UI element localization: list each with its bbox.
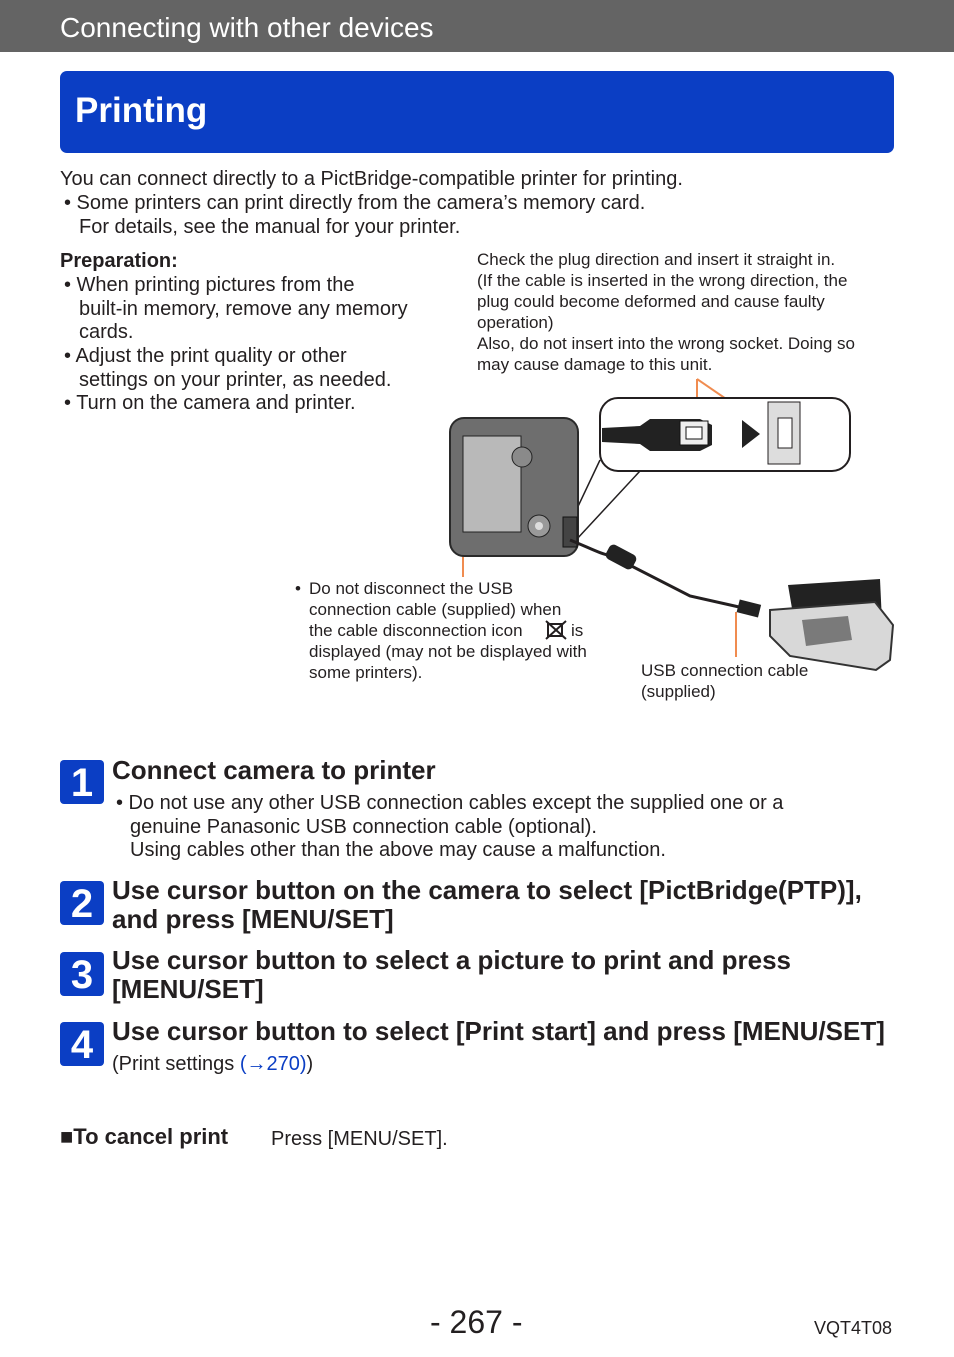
cable-label: (supplied) bbox=[641, 682, 716, 701]
step-title: Use cursor button on the camera to selec… bbox=[112, 875, 862, 905]
disconnect-note-line: the cable disconnection icon bbox=[309, 621, 523, 640]
step-number: 2 bbox=[60, 881, 104, 926]
connection-illustration bbox=[449, 378, 895, 672]
plug-note-line: may cause damage to this unit. bbox=[477, 355, 713, 374]
preparation-line: cards. bbox=[79, 321, 134, 343]
page-reference-link[interactable]: (→270) bbox=[239, 1053, 307, 1075]
preparation-line: settings on your printer, as needed. bbox=[79, 369, 392, 391]
step-title: and press [MENU/SET] bbox=[112, 904, 394, 934]
page-title-banner: Printing bbox=[60, 71, 894, 153]
disconnect-note-line: Do not disconnect the USB bbox=[309, 579, 514, 598]
intro-text: You can connect directly to a PictBridge… bbox=[60, 168, 683, 190]
step-note: Using cables other than the above may ca… bbox=[130, 839, 666, 861]
plug-note-line: Also, do not insert into the wrong socke… bbox=[477, 334, 855, 353]
step-note: genuine Panasonic USB connection cable (… bbox=[130, 816, 597, 838]
step-number: 4 bbox=[60, 1022, 104, 1067]
preparation-line: • Turn on the camera and printer. bbox=[64, 392, 356, 414]
preparation-line: • Adjust the print quality or other bbox=[64, 345, 347, 367]
preparation-heading: Preparation: bbox=[60, 250, 178, 272]
usb-plug-printer-end bbox=[736, 599, 762, 618]
plug-note-line: Check the plug direction and insert it s… bbox=[477, 250, 836, 269]
intro-bullet-line1: • Some printers can print directly from … bbox=[64, 192, 646, 214]
step-note: (Print settings (→270)) bbox=[112, 1052, 313, 1076]
step-number: 1 bbox=[60, 760, 104, 805]
usb-cable bbox=[569, 538, 749, 611]
document-code: VQT4T08 bbox=[814, 1318, 893, 1338]
print-settings-suffix: ) bbox=[306, 1053, 314, 1075]
page-number: - 267 - bbox=[430, 1304, 523, 1340]
disconnect-note-line: displayed (may not be displayed with bbox=[309, 642, 587, 661]
section-title: Connecting with other devices bbox=[60, 12, 434, 43]
preparation-line: • When printing pictures from the bbox=[64, 274, 355, 296]
step-title: Use cursor button to select a picture to… bbox=[112, 945, 792, 975]
step-number: 3 bbox=[60, 952, 104, 997]
cable-disconnection-icon bbox=[545, 620, 567, 640]
disconnect-note-line: connection cable (supplied) when bbox=[309, 600, 562, 619]
preparation-line: built-in memory, remove any memory bbox=[79, 298, 408, 320]
step-note: • Do not use any other USB connection ca… bbox=[116, 792, 784, 814]
camera-screen bbox=[462, 435, 522, 533]
insert-arrow-icon bbox=[742, 420, 760, 448]
disconnect-note-bullet: • bbox=[295, 579, 301, 598]
page-title: Printing bbox=[75, 91, 208, 130]
plug-note-line: plug could become deformed and cause fau… bbox=[477, 292, 825, 311]
disconnect-note-line: some printers). bbox=[309, 663, 423, 682]
step-title: Use cursor button to select [Print start… bbox=[112, 1016, 885, 1046]
plug-note-line: operation) bbox=[477, 313, 554, 332]
print-settings-label: (Print settings bbox=[112, 1053, 240, 1075]
cable-ferrite-core bbox=[605, 544, 637, 570]
cable-label: USB connection cable bbox=[641, 661, 809, 680]
plug-note-line: (If the cable is inserted in the wrong d… bbox=[477, 271, 848, 290]
disconnect-note-line: is bbox=[571, 621, 584, 640]
cancel-print-text: Press [MENU/SET]. bbox=[271, 1128, 448, 1150]
intro-bullet-line2: For details, see the manual for your pri… bbox=[79, 216, 461, 238]
step-title: [MENU/SET] bbox=[112, 974, 264, 1004]
section-header-bar: Connecting with other devices bbox=[0, 0, 954, 52]
cancel-print-heading: ■To cancel print bbox=[60, 1124, 229, 1149]
step-title: Connect camera to printer bbox=[112, 755, 436, 785]
